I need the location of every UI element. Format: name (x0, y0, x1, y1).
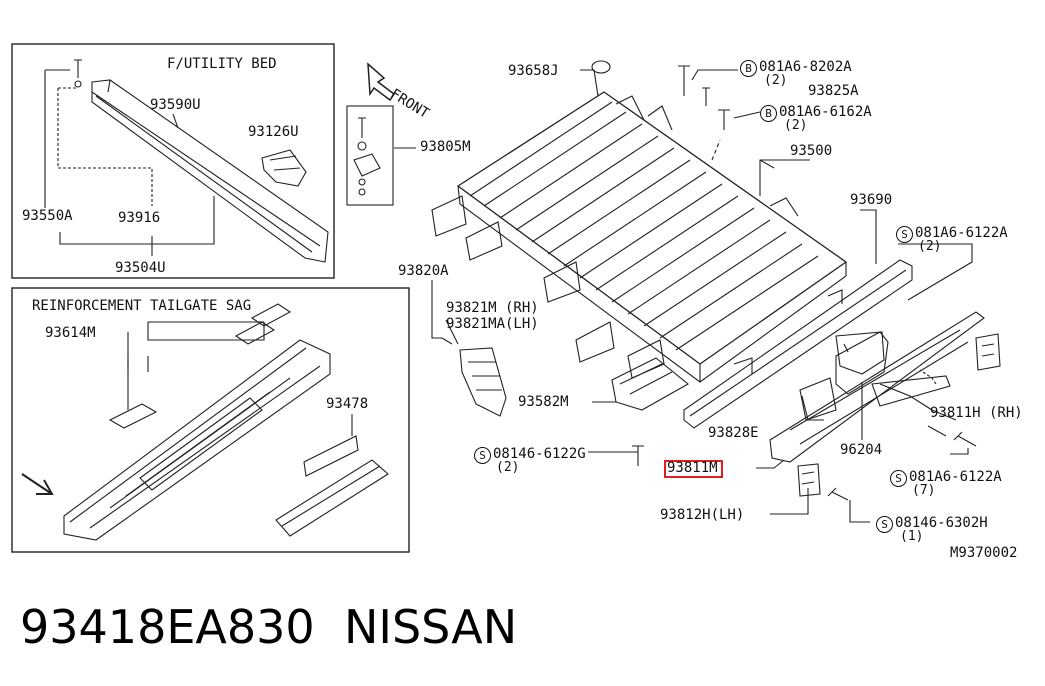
part-label-93828e[interactable]: 93828E (708, 425, 759, 441)
utility-bed-rail (91, 79, 329, 263)
inset-93805m-frame (346, 105, 394, 206)
fastener-code: 081A6-6162A (779, 104, 872, 120)
front-arrow (367, 62, 396, 102)
fastener-qty: (1) (900, 529, 924, 544)
inset-tailgate-frame (11, 287, 410, 553)
part-label-93500[interactable]: 93500 (790, 143, 833, 159)
fastener-stack-93805m (353, 117, 381, 196)
part-label-96204[interactable]: 96204 (840, 442, 883, 458)
part-label-93916[interactable]: 93916 (118, 210, 161, 226)
part-label-93504u[interactable]: 93504U (115, 260, 166, 276)
part-label-93126u[interactable]: 93126U (248, 124, 299, 140)
tailgate-title: REINFORCEMENT TAILGATE SAG (32, 298, 252, 314)
utility-bed-bolt (74, 59, 82, 88)
fastener-code: 08146-6122G (493, 446, 586, 462)
bed-side-support (769, 311, 985, 463)
fastener-symbol: B (760, 105, 777, 122)
fastener-code: 081A6-6122A (909, 469, 1002, 485)
bed-floor (456, 91, 848, 384)
part-label-93812h[interactable]: 93812H(LH) (660, 507, 745, 523)
fastener-symbol: B (740, 60, 757, 77)
bed-bracket-96204 (835, 331, 885, 375)
part-label-93550a[interactable]: 93550A (22, 208, 73, 224)
tailgate-reinforcement (63, 339, 331, 541)
plug-93658j (591, 60, 611, 74)
fastener-symbol: S (474, 447, 491, 464)
part-label-93821m[interactable]: 93821M (RH) (446, 300, 539, 316)
bed-side-pad-lh (797, 463, 821, 497)
bed-crossmembers (431, 95, 799, 379)
bed-bracket-93582 (611, 357, 689, 411)
part-label-93820a[interactable]: 93820A (398, 263, 449, 279)
fastener-qty: (2) (784, 118, 808, 133)
part-label-93811h[interactable]: 93811H (RH) (930, 405, 1023, 421)
fastener-code: 081A6-6122A (915, 225, 1008, 241)
tailgate-pads (108, 303, 292, 429)
bed-bracket-93821 (459, 347, 507, 417)
fastener-qty: (2) (764, 73, 788, 88)
part-label-93658j[interactable]: 93658J (508, 63, 559, 79)
fastener-qty: (7) (912, 483, 936, 498)
fastener-code: 081A6-8202A (759, 59, 852, 75)
part-label-93478[interactable]: 93478 (326, 396, 369, 412)
bed-rail-93690 (683, 259, 913, 429)
bed-side-pad-rh (975, 333, 1001, 371)
fastener-symbol: S (876, 516, 893, 533)
utility-bed-clip (261, 149, 307, 187)
inset-utility-bed-frame (11, 43, 335, 279)
part-label-93590u[interactable]: 93590U (150, 97, 201, 113)
part-label-93582m[interactable]: 93582M (518, 394, 569, 410)
fastener-qty: (2) (496, 460, 520, 475)
part-label-93825a[interactable]: 93825A (808, 83, 859, 99)
part-label-93690[interactable]: 93690 (850, 192, 893, 208)
caption-brand: NISSAN (344, 600, 518, 654)
part-label-93811m[interactable]: 93811M (667, 460, 718, 476)
part-label-93805m[interactable]: 93805M (420, 139, 471, 155)
diagram-code: M9370002 (950, 545, 1018, 561)
tailgate-sag-plate (275, 435, 389, 537)
utility-bed-title: F/UTILITY BED (167, 56, 277, 72)
part-label-93821ma[interactable]: 93821MA(LH) (446, 316, 539, 332)
fastener-code: 08146-6302H (895, 515, 988, 531)
part-label-93614m[interactable]: 93614M (45, 325, 96, 341)
main-bolts (441, 65, 977, 501)
fastener-symbol: S (896, 226, 913, 243)
highlight-box (664, 460, 723, 478)
fastener-symbol: S (890, 470, 907, 487)
caption-part-number: 93418EA830 (20, 600, 315, 654)
fastener-qty: (2) (918, 239, 942, 254)
